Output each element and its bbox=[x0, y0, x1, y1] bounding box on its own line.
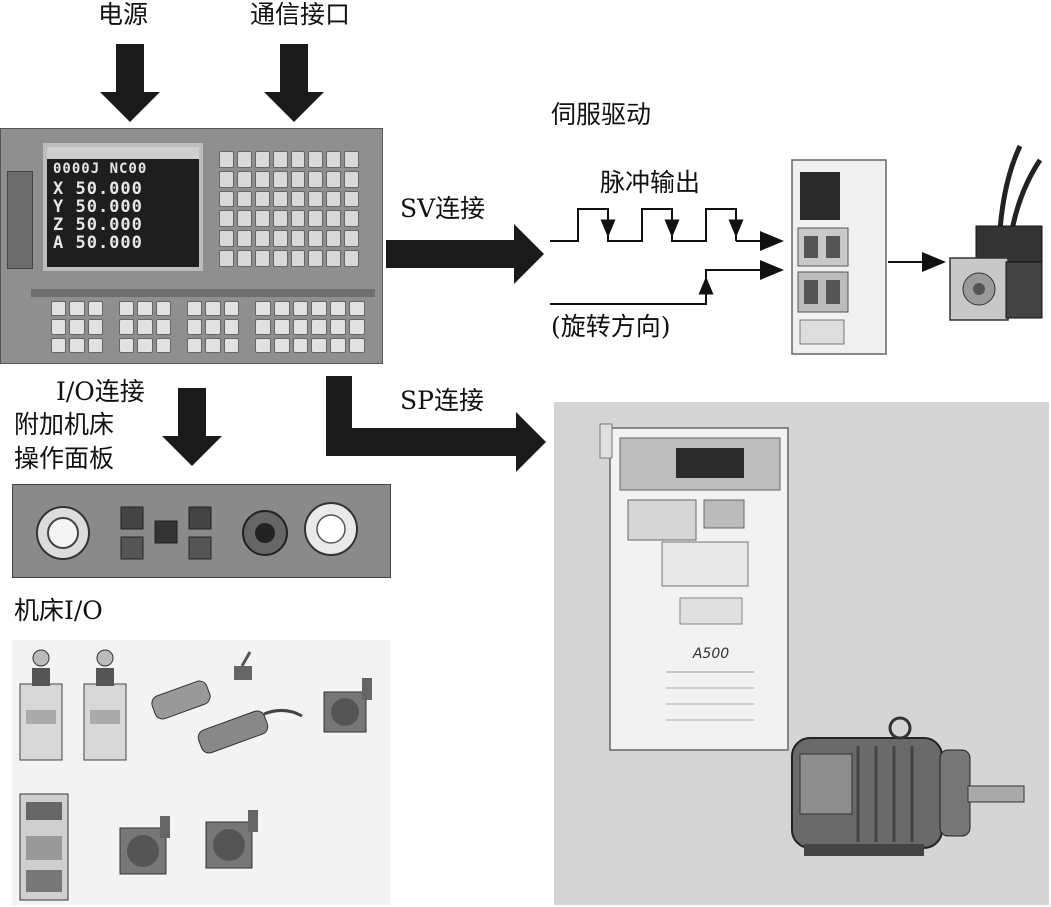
servo-drive-label: 伺服驱动 bbox=[551, 100, 652, 129]
power-label: 电源 bbox=[98, 0, 149, 29]
extra-panel-label-line2: 操作面板 bbox=[14, 444, 115, 473]
io-connection-label: I/O连接 bbox=[56, 377, 145, 406]
comm-interface-arrow bbox=[264, 44, 324, 122]
limit-switch bbox=[83, 649, 127, 761]
machine-io-label: 机床I/O bbox=[14, 596, 103, 625]
pushbutton bbox=[205, 810, 258, 869]
button-group-2 bbox=[119, 301, 171, 353]
sv-connection-label: SV连接 bbox=[400, 194, 486, 223]
limit-switch bbox=[19, 649, 63, 761]
additional-operator-panel bbox=[12, 484, 391, 578]
io-connection-arrow bbox=[162, 388, 222, 466]
cnc-keypad bbox=[219, 151, 359, 267]
spindle-inverter-area: A500 bbox=[554, 402, 1049, 905]
comm-interface-label: 通信接口 bbox=[250, 0, 351, 29]
display-row: Y 50.000 bbox=[53, 197, 143, 217]
sv-connection-arrow bbox=[386, 224, 544, 284]
machine-io-devices bbox=[12, 640, 390, 905]
rotation-direction-label: (旋转方向) bbox=[551, 312, 671, 341]
button-group-1 bbox=[51, 301, 103, 353]
proximity-sensor bbox=[151, 651, 252, 720]
pulse-waveform bbox=[550, 208, 737, 242]
sp-connection-arrow bbox=[326, 376, 546, 472]
cnc-controller: 0000J NC00 X 50.000 Y 50.000 Z 50.000 A … bbox=[0, 128, 383, 364]
pushbutton bbox=[323, 678, 372, 733]
button-group-3 bbox=[187, 301, 239, 353]
display-row: X 50.000 bbox=[53, 179, 143, 199]
inverter-model-text: A500 bbox=[692, 646, 729, 662]
display-row: 0000J NC00 bbox=[53, 161, 148, 177]
pushbutton bbox=[119, 816, 170, 875]
button-group-4 bbox=[255, 301, 365, 353]
servo-motor bbox=[949, 144, 1043, 321]
pulse-output-label: 脉冲输出 bbox=[600, 168, 701, 197]
servo-drive-unit bbox=[791, 159, 887, 355]
card-slot bbox=[7, 171, 33, 269]
proximity-sensor bbox=[197, 709, 303, 754]
cnc-display: 0000J NC00 X 50.000 Y 50.000 Z 50.000 A … bbox=[43, 143, 203, 271]
rotation-direction-signal bbox=[550, 260, 784, 305]
display-row: Z 50.000 bbox=[53, 215, 143, 235]
spindle-inverter: A500 bbox=[599, 423, 789, 751]
sp-connection-label: SP连接 bbox=[400, 386, 484, 415]
display-row: A 50.000 bbox=[53, 233, 143, 253]
power-arrow bbox=[100, 44, 160, 122]
spindle-motor bbox=[791, 716, 1025, 856]
extra-panel-label-line1: 附加机床 bbox=[14, 410, 115, 439]
mode-switch bbox=[120, 506, 144, 530]
contactor bbox=[19, 793, 69, 901]
panel-divider bbox=[31, 289, 375, 297]
display-titlebar bbox=[47, 147, 199, 159]
